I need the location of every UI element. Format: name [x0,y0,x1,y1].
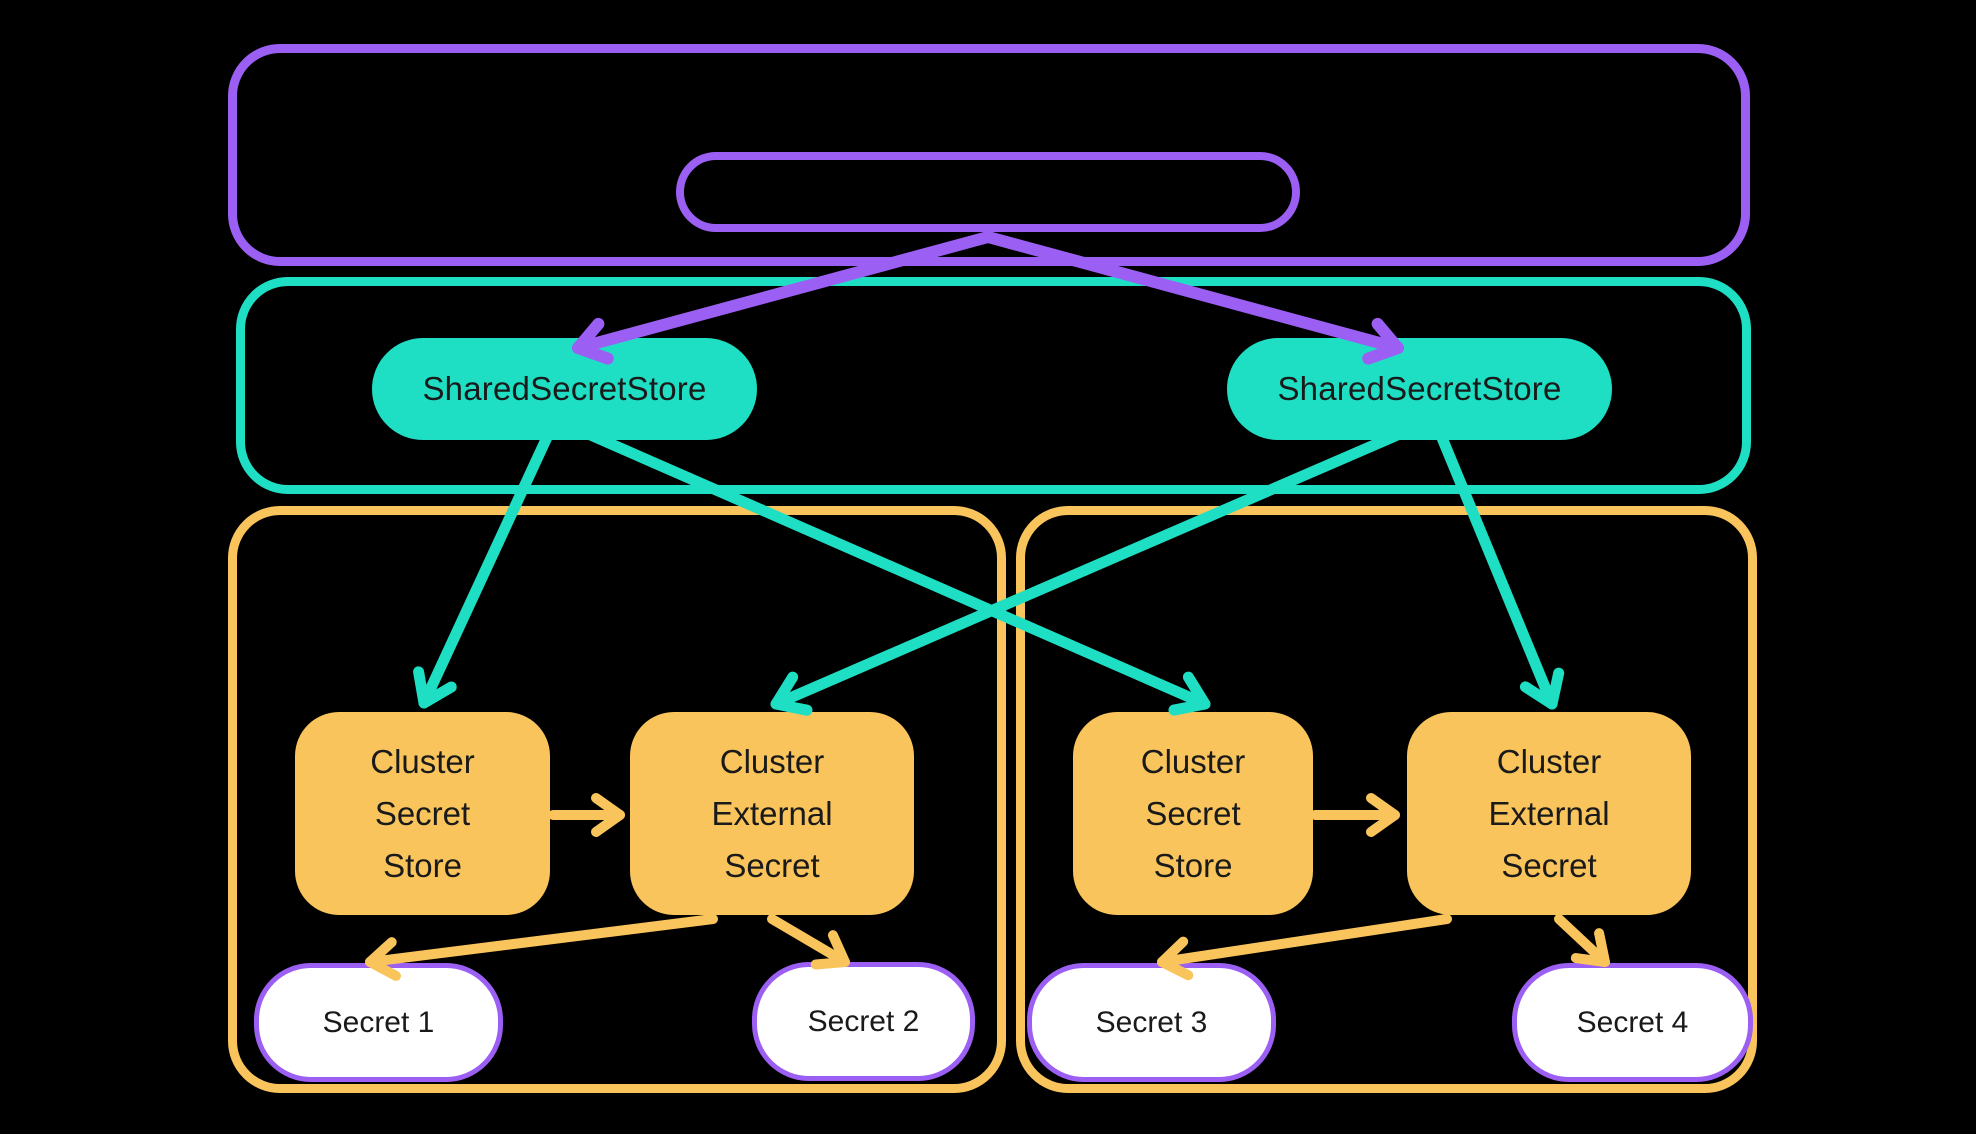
shared-secret-store-left-label: SharedSecretStore [422,370,707,407]
secret-2-label: Secret 2 [807,1004,920,1038]
secret-4-label: Secret 4 [1576,1005,1689,1039]
cluster-secret-store-b-box: Cluster Secret Store [1073,712,1313,915]
cluster-secret-store-b-label: Cluster Secret Store [1140,742,1246,884]
cluster-external-secret-a-box: Cluster External Secret [630,712,914,915]
secret-2-pill: Secret 2 [752,962,975,1081]
shared-secret-store-right-pill: SharedSecretStore [1227,338,1612,440]
cluster-external-secret-b-label: Cluster External Secret [1488,742,1610,884]
cluster-secret-store-a-label: Cluster Secret Store [370,742,475,884]
cluster-external-secret-a-label: Cluster External Secret [711,742,833,884]
top-inner-pill [676,152,1300,232]
shared-secret-store-right-label: SharedSecretStore [1277,370,1562,407]
secret-1-pill: Secret 1 [254,963,503,1082]
cluster-secret-store-a-box: Cluster Secret Store [295,712,550,915]
shared-secret-store-left-pill: SharedSecretStore [372,338,757,440]
secret-1-label: Secret 1 [322,1005,435,1039]
cluster-external-secret-b-box: Cluster External Secret [1407,712,1691,915]
secret-3-label: Secret 3 [1095,1005,1208,1039]
secret-4-pill: Secret 4 [1512,963,1753,1082]
secret-3-pill: Secret 3 [1027,963,1276,1082]
